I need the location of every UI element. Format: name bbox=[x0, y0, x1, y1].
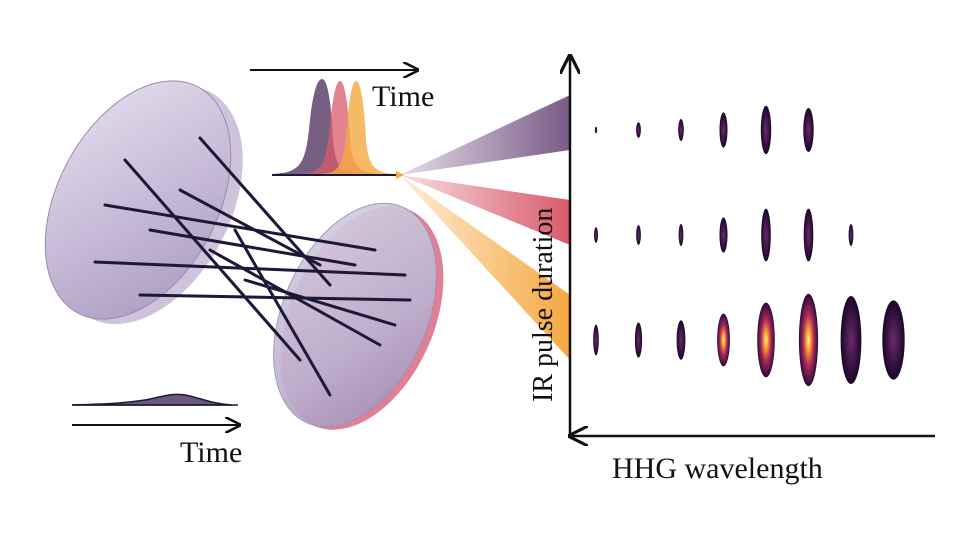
multipass-beam-lines bbox=[93, 136, 412, 397]
harmonic-spot bbox=[798, 293, 819, 387]
harmonic-spot bbox=[761, 208, 771, 262]
harmonic-spot bbox=[717, 313, 730, 367]
beam-cones bbox=[400, 95, 570, 360]
harmonic-spot bbox=[676, 320, 686, 360]
spectrum-row-medium bbox=[594, 208, 854, 262]
harmonic-spot bbox=[636, 225, 641, 245]
y-axis-label: IR pulse duration bbox=[528, 208, 559, 402]
compressed-pulses bbox=[271, 78, 404, 179]
harmonic-spot bbox=[803, 108, 814, 152]
right-mirror bbox=[273, 202, 444, 430]
harmonic-spot bbox=[636, 122, 641, 138]
spectrum-row-long bbox=[594, 105, 814, 155]
time-label-bottom: Time bbox=[180, 436, 242, 469]
spectrum-row-short bbox=[593, 293, 905, 387]
harmonic-spot bbox=[678, 224, 684, 246]
harmonic-spot bbox=[594, 126, 598, 134]
harmonic-spot bbox=[848, 224, 854, 246]
input-pulse bbox=[71, 393, 238, 406]
harmonic-spot bbox=[882, 300, 905, 380]
harmonic-spot bbox=[719, 217, 728, 253]
harmonic-spot bbox=[757, 302, 775, 378]
harmonic-spectra bbox=[593, 105, 905, 387]
harmonic-spot bbox=[803, 208, 814, 262]
time-label-top: Time bbox=[372, 80, 434, 113]
harmonic-spot bbox=[593, 324, 599, 356]
harmonic-spot bbox=[634, 322, 643, 358]
harmonic-spot bbox=[840, 296, 862, 384]
harmonic-spot bbox=[760, 105, 772, 155]
left-mirror bbox=[44, 80, 243, 325]
harmonic-spot bbox=[719, 112, 728, 148]
harmonic-spot bbox=[594, 227, 598, 243]
harmonic-spot bbox=[678, 119, 684, 141]
x-axis-label: HHG wavelength bbox=[612, 452, 823, 485]
